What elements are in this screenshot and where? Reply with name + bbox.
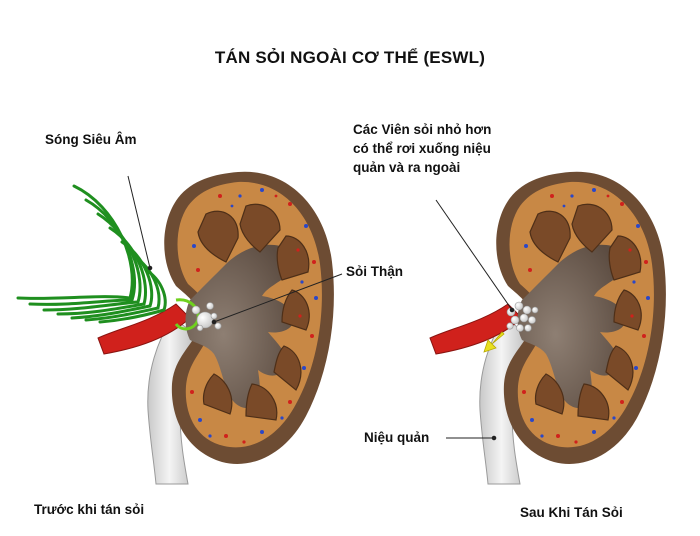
kidney-stone [191, 302, 222, 332]
leader-lines [127, 175, 515, 441]
small-stones-line1: Các Viên sỏi nhỏ hơn [353, 122, 492, 137]
diagram-title: TÁN SỎI NGOÀI CƠ THỂ (ESWL) [214, 48, 486, 67]
after-caption: Sau Khi Tán Sỏi [520, 505, 623, 520]
ultrasound-waves [16, 184, 167, 324]
drop-arrow-icon [483, 331, 505, 353]
ultrasound-label: Sóng Siêu Âm [45, 132, 137, 147]
small-stones [506, 301, 539, 332]
before-caption: Trước khi tán sỏi [34, 502, 145, 517]
kidney-after [429, 171, 667, 485]
kidney-stone-label: Sỏi Thận [346, 264, 403, 279]
small-stones-line2: có thể rơi xuống niệu [353, 141, 491, 156]
ureter-label: Niệu quản [364, 430, 430, 445]
small-stones-line3: quản và ra ngoài [353, 160, 461, 175]
